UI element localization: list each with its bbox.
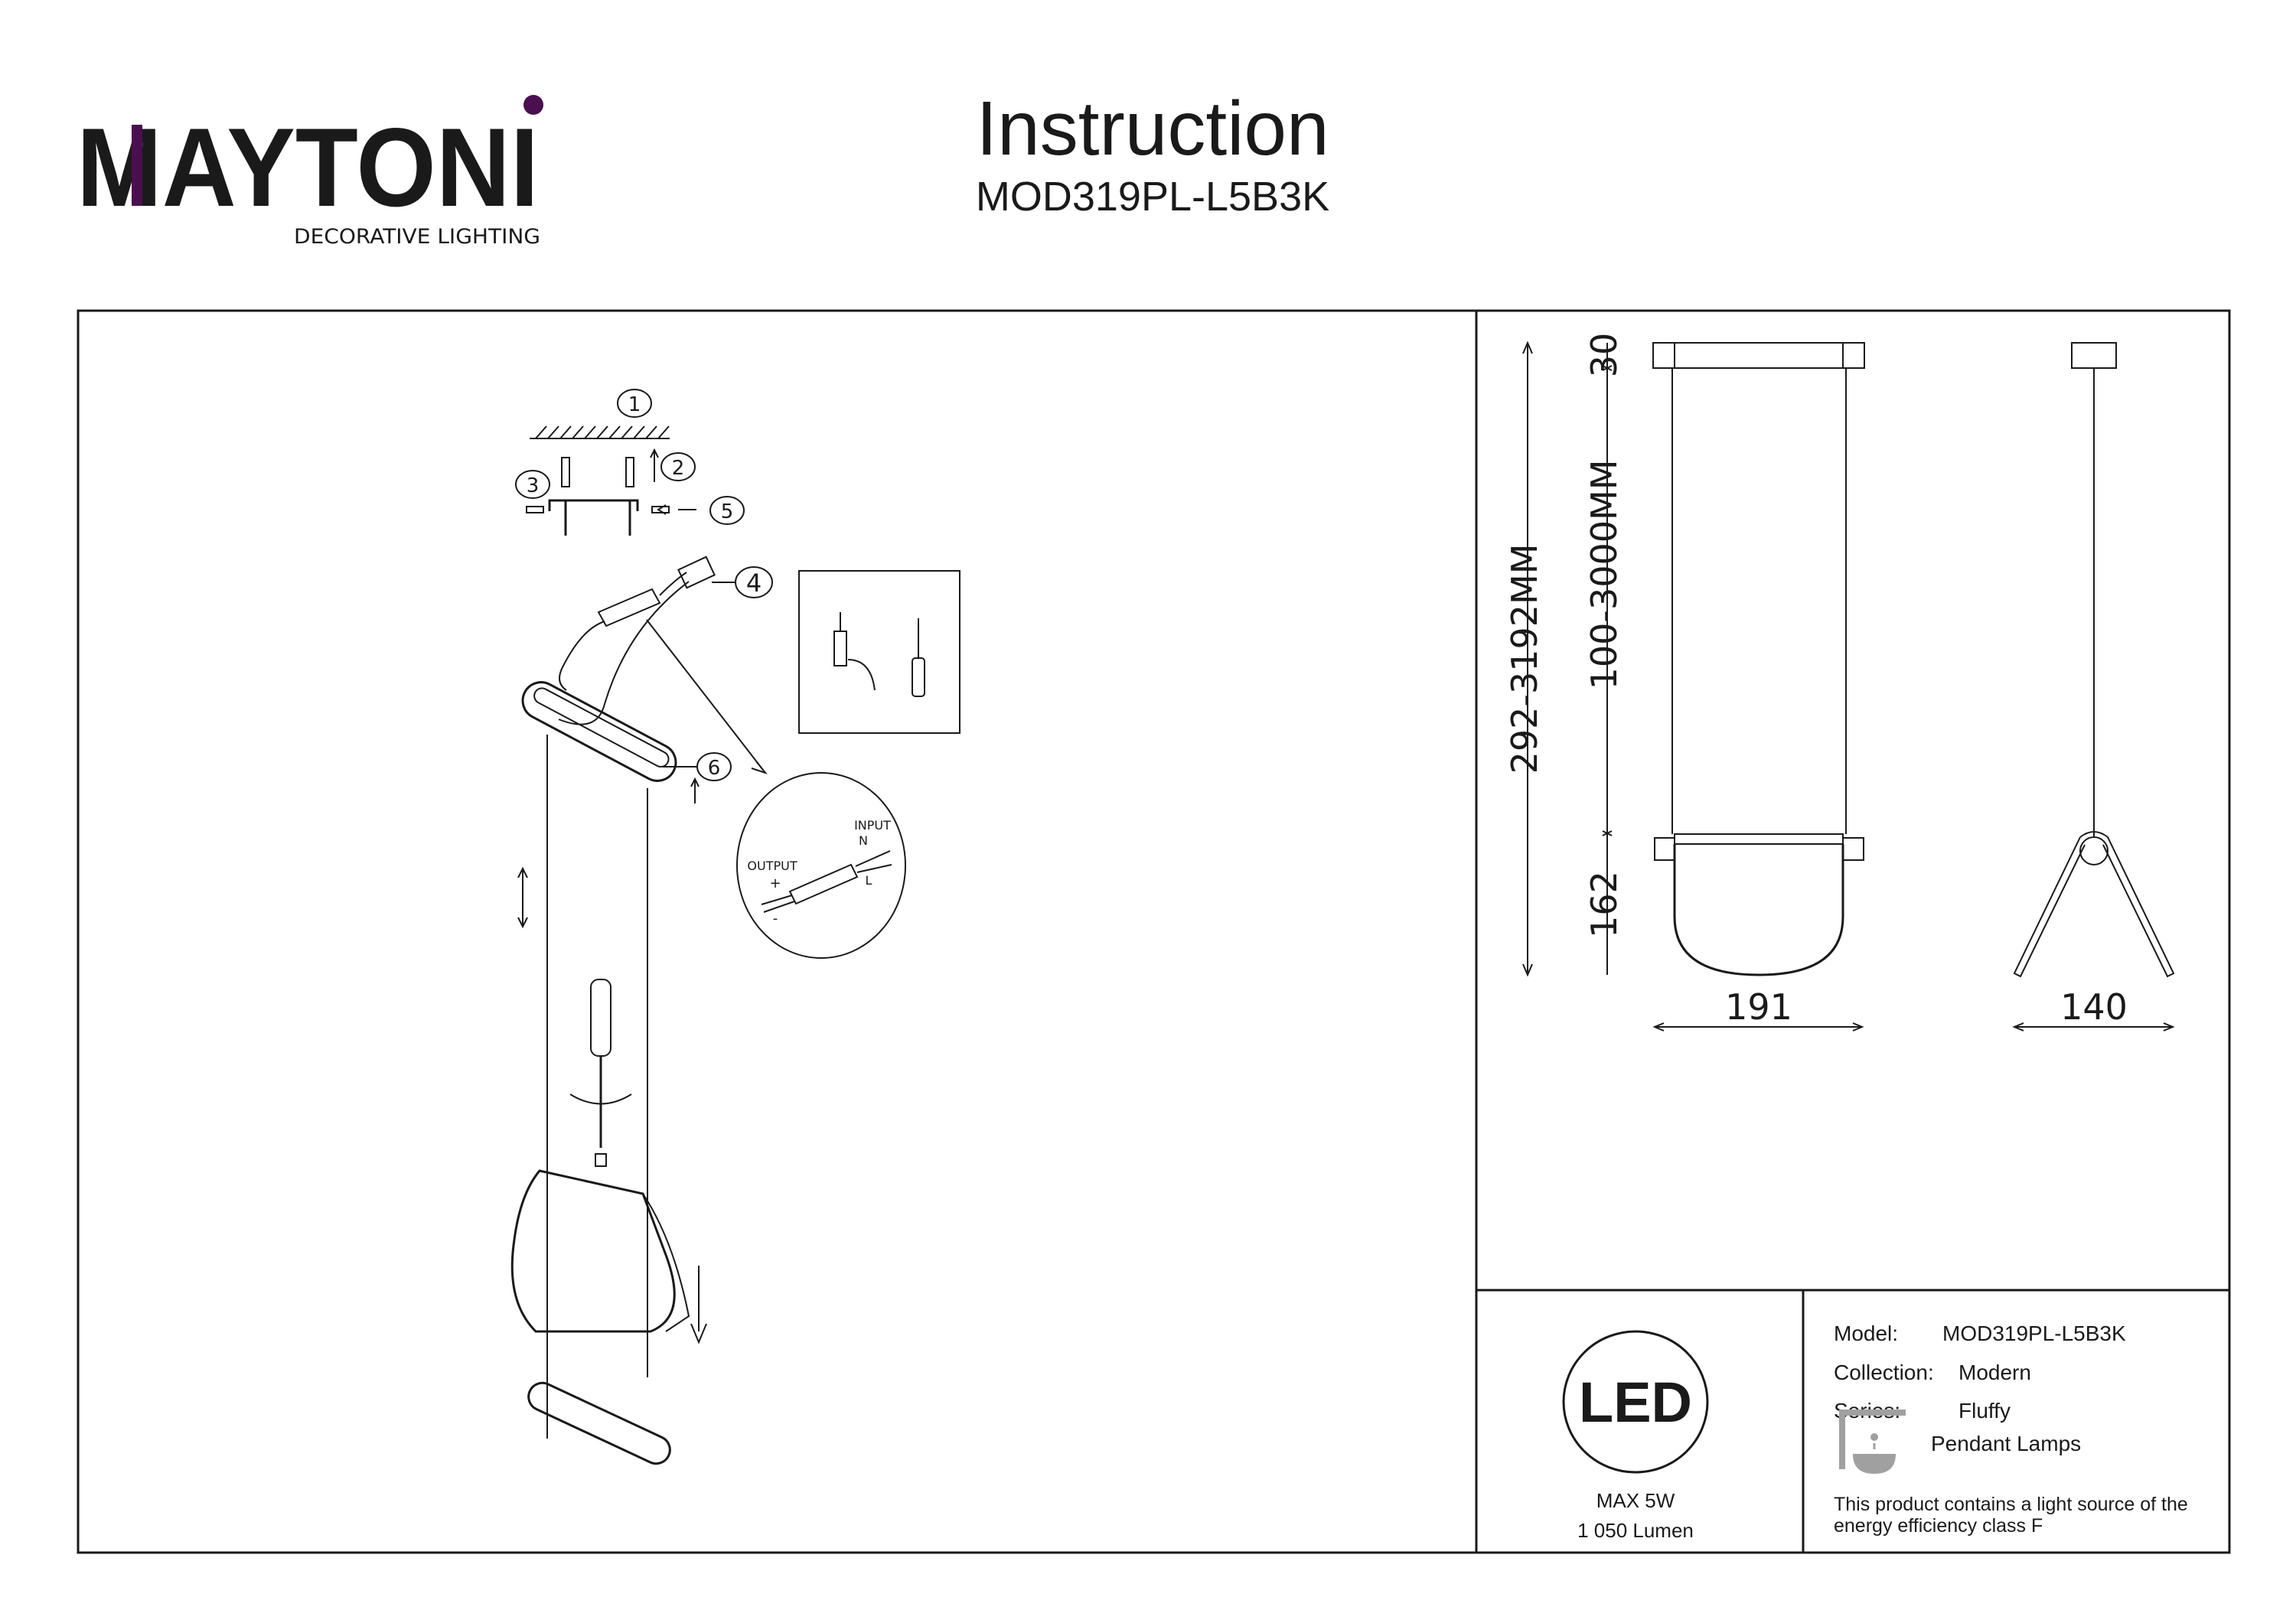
terminal-block — [677, 556, 716, 589]
drill-icon — [833, 612, 876, 691]
shade-height-label: 162 — [1583, 871, 1625, 938]
model-value: MOD319PL-L5B3K — [1942, 1322, 2126, 1345]
logo-accent-bar — [132, 125, 142, 206]
wall-plug-icon — [561, 457, 570, 487]
collection-value: Modern — [1958, 1361, 2031, 1384]
collection-label: Collection: — [1834, 1361, 1934, 1384]
specs-panel: Model: MOD319PL-L5B3K Collection: Modern… — [1834, 1322, 2188, 1537]
plus-label: + — [769, 875, 781, 891]
logo-text: MAYTONI — [77, 105, 539, 230]
arrow-icon — [657, 504, 696, 515]
side-screw-icon — [651, 506, 670, 513]
svg-text:3: 3 — [527, 474, 540, 497]
mounting-bracket — [526, 448, 696, 536]
wiring-detail: INPUT N L OUTPUT + - — [736, 772, 906, 959]
step-6: 6 — [663, 752, 732, 803]
led-badge-text: LED — [1579, 1370, 1692, 1434]
led-badge-icon — [1562, 1330, 1709, 1474]
front-view: 191 — [1652, 342, 1865, 1031]
series-value: Fluffy — [1958, 1399, 2011, 1423]
total-height-label: 292-3192MM — [1504, 544, 1545, 774]
tools-inset — [798, 570, 960, 734]
logo-tagline: DECORATIVE LIGHTING — [294, 225, 540, 249]
energy-note-line1: This product contains a light source of … — [1834, 1494, 2188, 1515]
output-label: OUTPUT — [747, 859, 797, 873]
side-screw-icon — [526, 506, 544, 513]
cable-length-label: 100-3000MM — [1583, 460, 1625, 690]
canopy-height-label: 30 — [1583, 333, 1625, 378]
main-frame — [77, 309, 2231, 1554]
maytoni-logo: MAYTONI DECORATIVE LIGHTING — [77, 95, 543, 249]
canopy-oval — [521, 681, 677, 782]
shade-part — [510, 1169, 707, 1344]
light-rod — [527, 1381, 671, 1465]
step-4: 4 — [712, 566, 773, 598]
ceiling-hatch — [530, 425, 670, 439]
step-3: 3 — [515, 470, 550, 499]
down-arrow-icon — [690, 1266, 707, 1344]
minus-label: - — [773, 911, 778, 927]
energy-panel: LED MAX 5W 1 050 Lumen — [1562, 1330, 1709, 1542]
energy-note-line2: energy efficiency class F — [1834, 1515, 2043, 1537]
front-width-label: 191 — [1725, 986, 1792, 1028]
svg-text:2: 2 — [672, 457, 685, 480]
wall-plug-icon — [625, 457, 634, 487]
logo-accent-dot — [523, 95, 543, 115]
dimension-drawing: 292-3192MM 100-3000MM 30 162 191 140 — [1504, 333, 2175, 1031]
adjust-arrow-icon — [517, 866, 528, 929]
neutral-label: N — [859, 833, 868, 848]
input-label: INPUT — [854, 818, 891, 833]
page-model: MOD319PL-L5B3K — [976, 174, 1329, 220]
page-title: Instruction — [976, 86, 1329, 171]
svg-text:4: 4 — [746, 569, 762, 598]
step-5: 5 — [709, 496, 745, 525]
category-label: Pendant Lamps — [1931, 1432, 2081, 1455]
screwdriver-icon — [912, 618, 925, 697]
side-width-label: 140 — [2060, 986, 2128, 1028]
assembly-diagram: 1 2 3 4 5 6 — [510, 389, 960, 1465]
svg-text:1: 1 — [628, 393, 641, 416]
live-label: L — [866, 873, 872, 888]
svg-text:5: 5 — [721, 500, 734, 523]
screwdriver-icon — [569, 979, 632, 1167]
arrow-up-icon — [650, 448, 659, 482]
model-label: Model: — [1834, 1322, 1898, 1345]
lumen: 1 050 Lumen — [1577, 1519, 1694, 1542]
svg-text:6: 6 — [708, 757, 721, 780]
pendant-lamp-icon — [1839, 1410, 1906, 1474]
led-driver — [558, 556, 768, 775]
step-2: 2 — [660, 452, 696, 481]
side-view: 140 — [2012, 342, 2175, 1031]
max-power: MAX 5W — [1596, 1489, 1675, 1512]
frame-border — [77, 309, 2231, 1554]
step-1: 1 — [617, 389, 652, 418]
